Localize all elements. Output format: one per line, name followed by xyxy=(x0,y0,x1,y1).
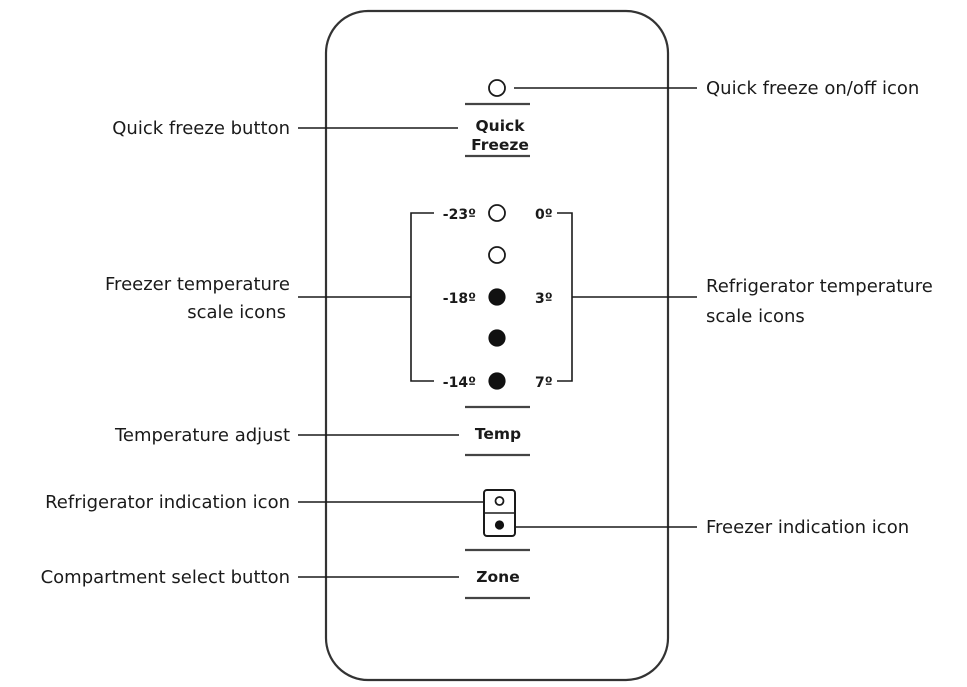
quick-freeze-button-label-line1: Quick xyxy=(475,117,525,135)
quick-freeze-icon-callout: Quick freeze on/off icon xyxy=(706,78,919,99)
zone-button[interactable]: Zone xyxy=(465,548,530,600)
temperature-adjust-callout: Temperature adjust xyxy=(114,425,290,446)
zone-indicator xyxy=(483,489,516,537)
refrigerator-scale-callout-line1: Refrigerator temperature xyxy=(706,276,933,297)
freezer-scale-mid-label: -18º xyxy=(443,291,476,307)
freezer-indication-icon xyxy=(494,520,505,530)
refrigerator-scale-mid-label: 3º xyxy=(535,291,553,307)
compartment-select-callout: Compartment select button xyxy=(41,567,290,588)
freezer-scale-max-label: -14º xyxy=(443,375,476,391)
freezer-scale-callout-line1: Freezer temperature xyxy=(105,274,290,295)
temperature-scale-leds xyxy=(488,204,506,390)
refrigerator-indication-icon xyxy=(494,496,505,506)
temperature-led-2-icon xyxy=(488,246,506,264)
temperature-led-5-icon xyxy=(488,372,506,390)
freezer-indication-callout: Freezer indication icon xyxy=(706,517,909,538)
quick-freeze-led-icon xyxy=(488,79,506,97)
refrigerator-scale-min-label: 0º xyxy=(535,207,553,223)
quick-freeze-button-callout: Quick freeze button xyxy=(112,118,290,139)
temperature-led-3-icon xyxy=(488,288,506,306)
quick-freeze-button-label-line2: Freeze xyxy=(471,136,529,154)
temp-button-label: Temp xyxy=(475,425,521,443)
zone-button-label: Zone xyxy=(476,568,519,586)
refrigerator-scale-callout-line2: scale icons xyxy=(706,306,805,327)
temp-button[interactable]: Temp xyxy=(465,405,530,457)
refrigerator-indication-callout: Refrigerator indication icon xyxy=(45,492,290,513)
temperature-led-4-icon xyxy=(488,329,506,347)
quick-freeze-button[interactable]: Quick Freeze xyxy=(465,102,530,158)
freezer-scale-min-label: -23º xyxy=(443,207,476,223)
temperature-led-1-icon xyxy=(488,204,506,222)
refrigerator-scale-max-label: 7º xyxy=(535,375,553,391)
freezer-scale-callout-line2: scale icons xyxy=(187,302,286,323)
